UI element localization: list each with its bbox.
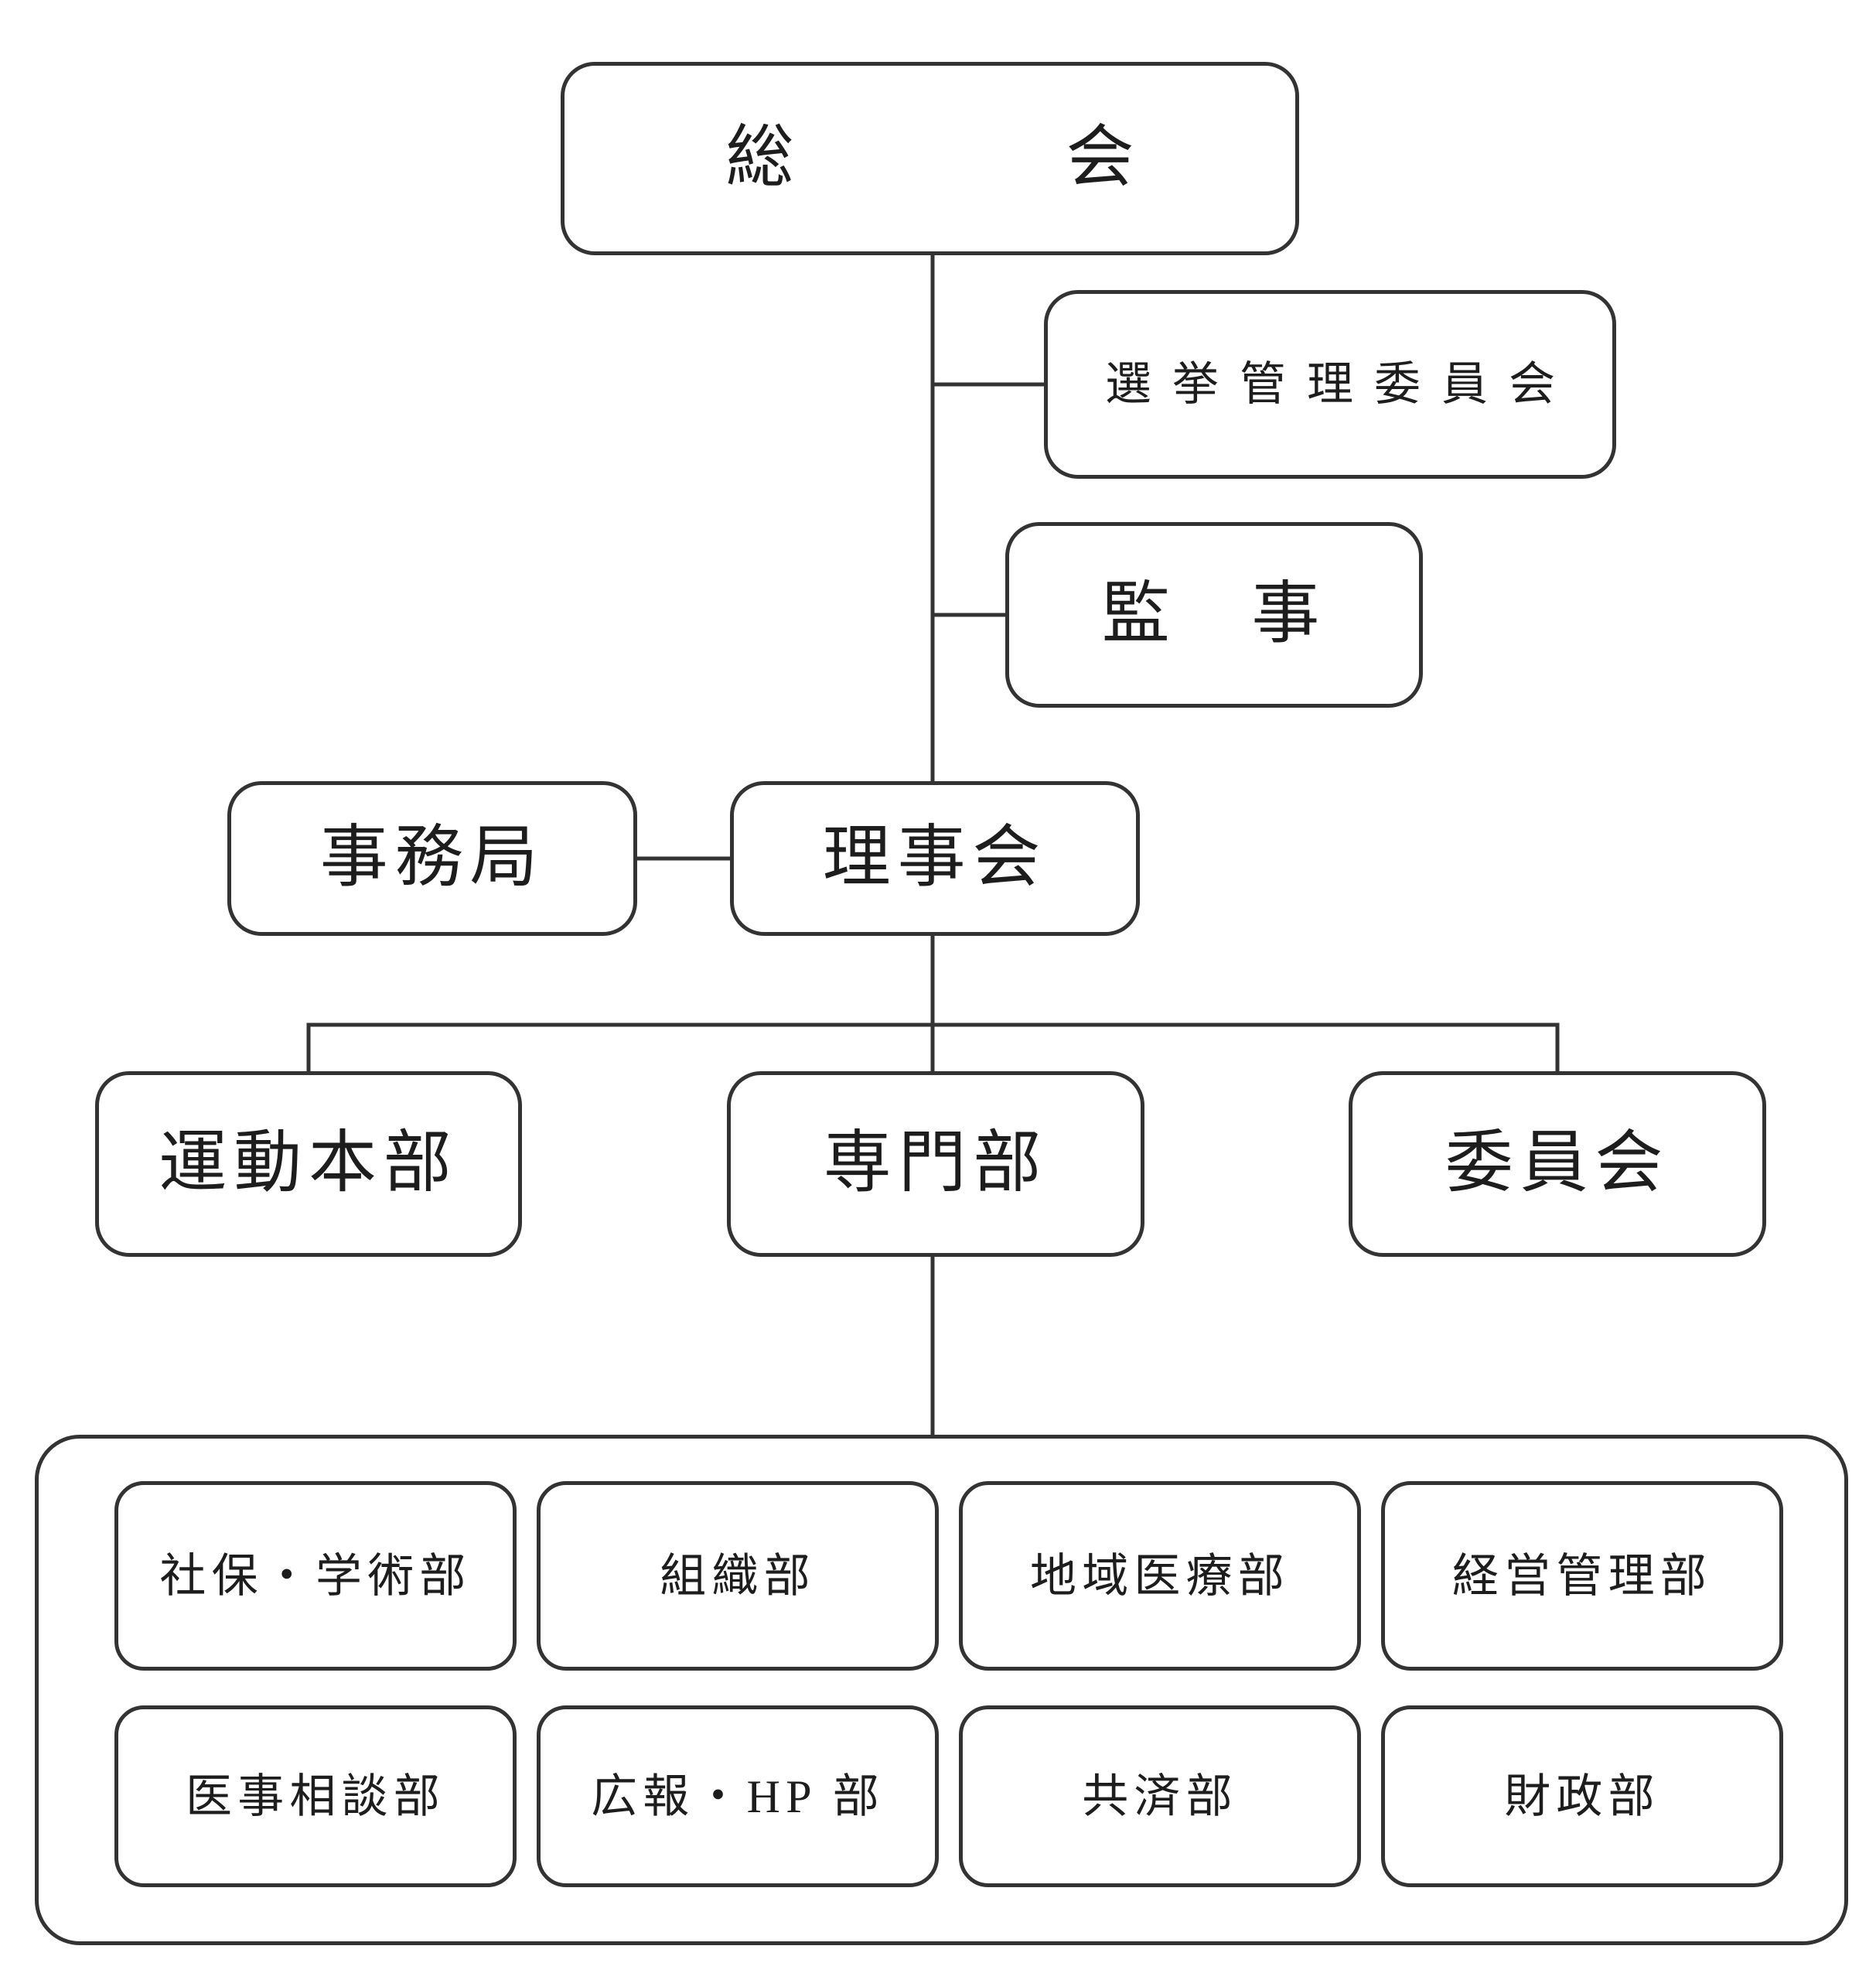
department-box-shaho-gakujutsu: 社保・学術部 <box>114 1481 517 1671</box>
department-box-iji-sodan: 医事相談部 <box>114 1705 517 1887</box>
node-specialized-departments: 専門部 <box>727 1071 1144 1257</box>
node-election-committee: 選挙管理委員会 <box>1044 290 1616 479</box>
department-box-kyosai: 共済部 <box>959 1705 1361 1887</box>
node-board-of-directors: 理事会 <box>730 781 1140 936</box>
department-box-soshiki: 組織部 <box>537 1481 939 1671</box>
department-box-zaisei: 財政部 <box>1381 1705 1783 1887</box>
department-box-chiiki-iryo: 地域医療部 <box>959 1481 1361 1671</box>
department-box-koho-hp: 広報・HP 部 <box>537 1705 939 1887</box>
node-general-assembly: 総 会 <box>561 62 1299 255</box>
node-movement-headquarters: 運動本部 <box>95 1071 522 1257</box>
node-committee: 委員会 <box>1349 1071 1766 1257</box>
department-box-keiei-kanri: 経営管理部 <box>1381 1481 1783 1671</box>
node-secretariat: 事務局 <box>227 781 637 936</box>
node-auditor: 監 事 <box>1005 522 1423 708</box>
